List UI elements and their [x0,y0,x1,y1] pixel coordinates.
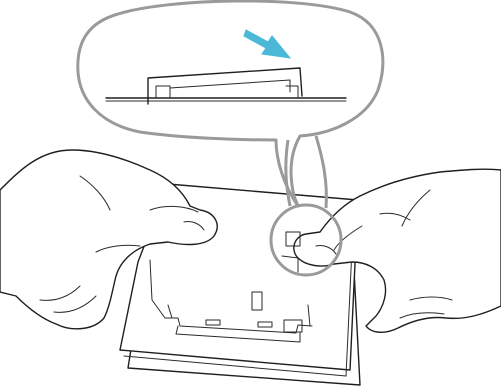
illustration-svg [0,0,501,389]
installation-illustration [0,0,501,389]
